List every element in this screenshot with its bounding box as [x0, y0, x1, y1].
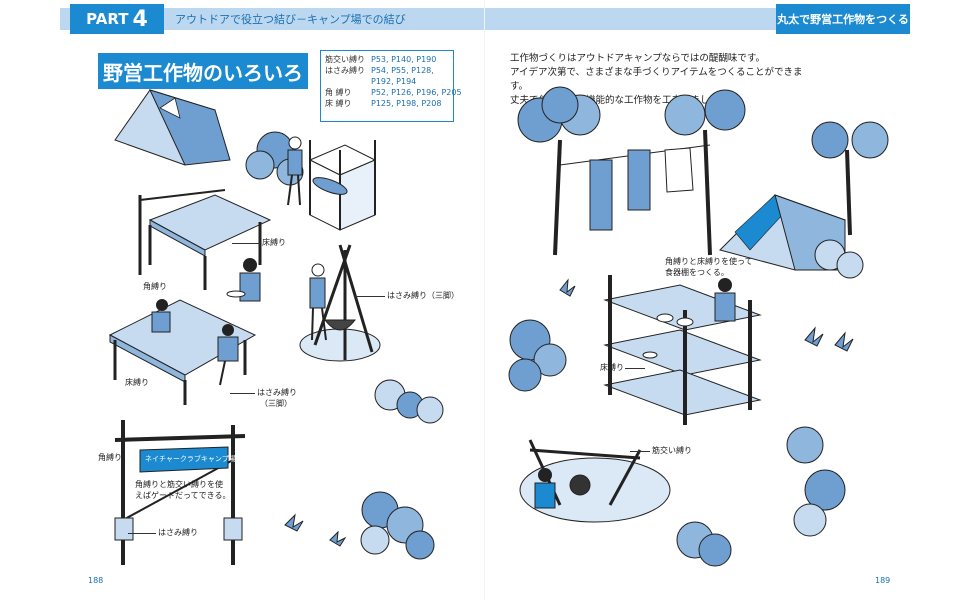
tree-illustration	[517, 86, 601, 256]
part-badge: PART 4	[70, 4, 164, 34]
label-tripod: （三脚）	[260, 399, 292, 408]
label-floor-lashing-table: 床縛り	[125, 378, 149, 387]
plant-illustration	[284, 513, 347, 547]
label-shear-lashing: はさみ縛り	[257, 388, 297, 397]
left-page: PART 4 アウトドアで役立つ結び－キャンプ場での結び 野営工作物のいろいろ …	[60, 4, 485, 585]
header-title: アウトドアで役立つ結び－キャンプ場での結び	[175, 13, 406, 26]
label-square-lashing: 角縛り	[143, 282, 167, 291]
leader-line	[630, 451, 650, 452]
shelf-note-line-1: 角縛りと床縛りを使って	[665, 257, 753, 266]
platform-illustration	[138, 189, 272, 290]
reference-row: P192, P194	[371, 77, 417, 86]
person-illustration	[714, 278, 736, 322]
shelf-note-line-2: 食器棚をつくる。	[665, 268, 729, 277]
right-page: 丸太で野営工作物をつくる 工作物づくりはアウトドアキャンプならではの醍醐味です。…	[485, 0, 970, 600]
person-illustration	[151, 299, 171, 333]
part-word: PART	[86, 10, 129, 28]
page-number: 189	[875, 576, 891, 585]
gate-sign-text: ネイチャークラブキャンプ場	[145, 455, 236, 463]
label-shear-lashing-tripod: はさみ縛り（三脚）	[387, 291, 459, 300]
intro-line: アイデア次第で、さまざまな手づくりアイテムをつくることができます。	[510, 67, 803, 92]
laundry-illustration	[589, 147, 694, 231]
header-tab: 丸太で野営工作物をつくる	[776, 4, 910, 34]
tent-illustration	[114, 89, 231, 166]
bush-illustration	[508, 239, 864, 567]
intro-line: 工作物づくりはアウトドアキャンプならではの醍醐味です。	[510, 53, 765, 64]
intro-text: 工作物づくりはアウトドアキャンプならではの醍醐味です。 アイデア次第で、さまざま…	[510, 52, 810, 108]
gate-illustration	[114, 420, 246, 565]
left-illustration	[108, 89, 444, 565]
plant-illustration	[559, 278, 854, 352]
leader-line	[232, 243, 260, 244]
section-title: 野営工作物のいろいろ	[98, 53, 308, 89]
page-number: 188	[88, 576, 104, 585]
label-diagonal-lashing: 筋交い縛り	[652, 446, 692, 455]
label-floor-lashing: 床縛り	[600, 363, 624, 372]
person-illustration	[534, 468, 556, 509]
leader-line	[128, 533, 156, 534]
tree-illustration	[811, 121, 889, 236]
gate-note-line-2: えばゲートだってできる。	[135, 491, 231, 500]
tree-illustration	[664, 89, 746, 256]
header-band	[60, 8, 485, 30]
bush-illustration	[360, 379, 444, 560]
shelf-illustration	[603, 275, 762, 425]
label-square-lashing-gate: 角縛り	[98, 453, 122, 462]
tent-illustration	[719, 194, 846, 271]
part-number: 4	[132, 6, 148, 32]
toilet-illustration	[308, 140, 377, 231]
gate-note-line-1: 角縛りと筋交い縛りを使	[135, 480, 223, 489]
label-floor-lashing: 床縛り	[262, 238, 286, 247]
leader-line	[355, 296, 385, 297]
leader-line	[230, 393, 255, 394]
person-illustration	[309, 263, 327, 341]
right-illustration	[508, 86, 889, 567]
label-shear-lashing-gate: はさみ縛り	[158, 528, 198, 537]
tripod-illustration	[299, 244, 381, 362]
leader-line	[625, 368, 645, 369]
person-illustration	[287, 136, 303, 206]
person-illustration	[226, 258, 261, 302]
person-illustration	[217, 324, 239, 386]
intro-line: 丈夫で使いやすい機能的な工作物を工夫しましょう。	[510, 95, 738, 106]
